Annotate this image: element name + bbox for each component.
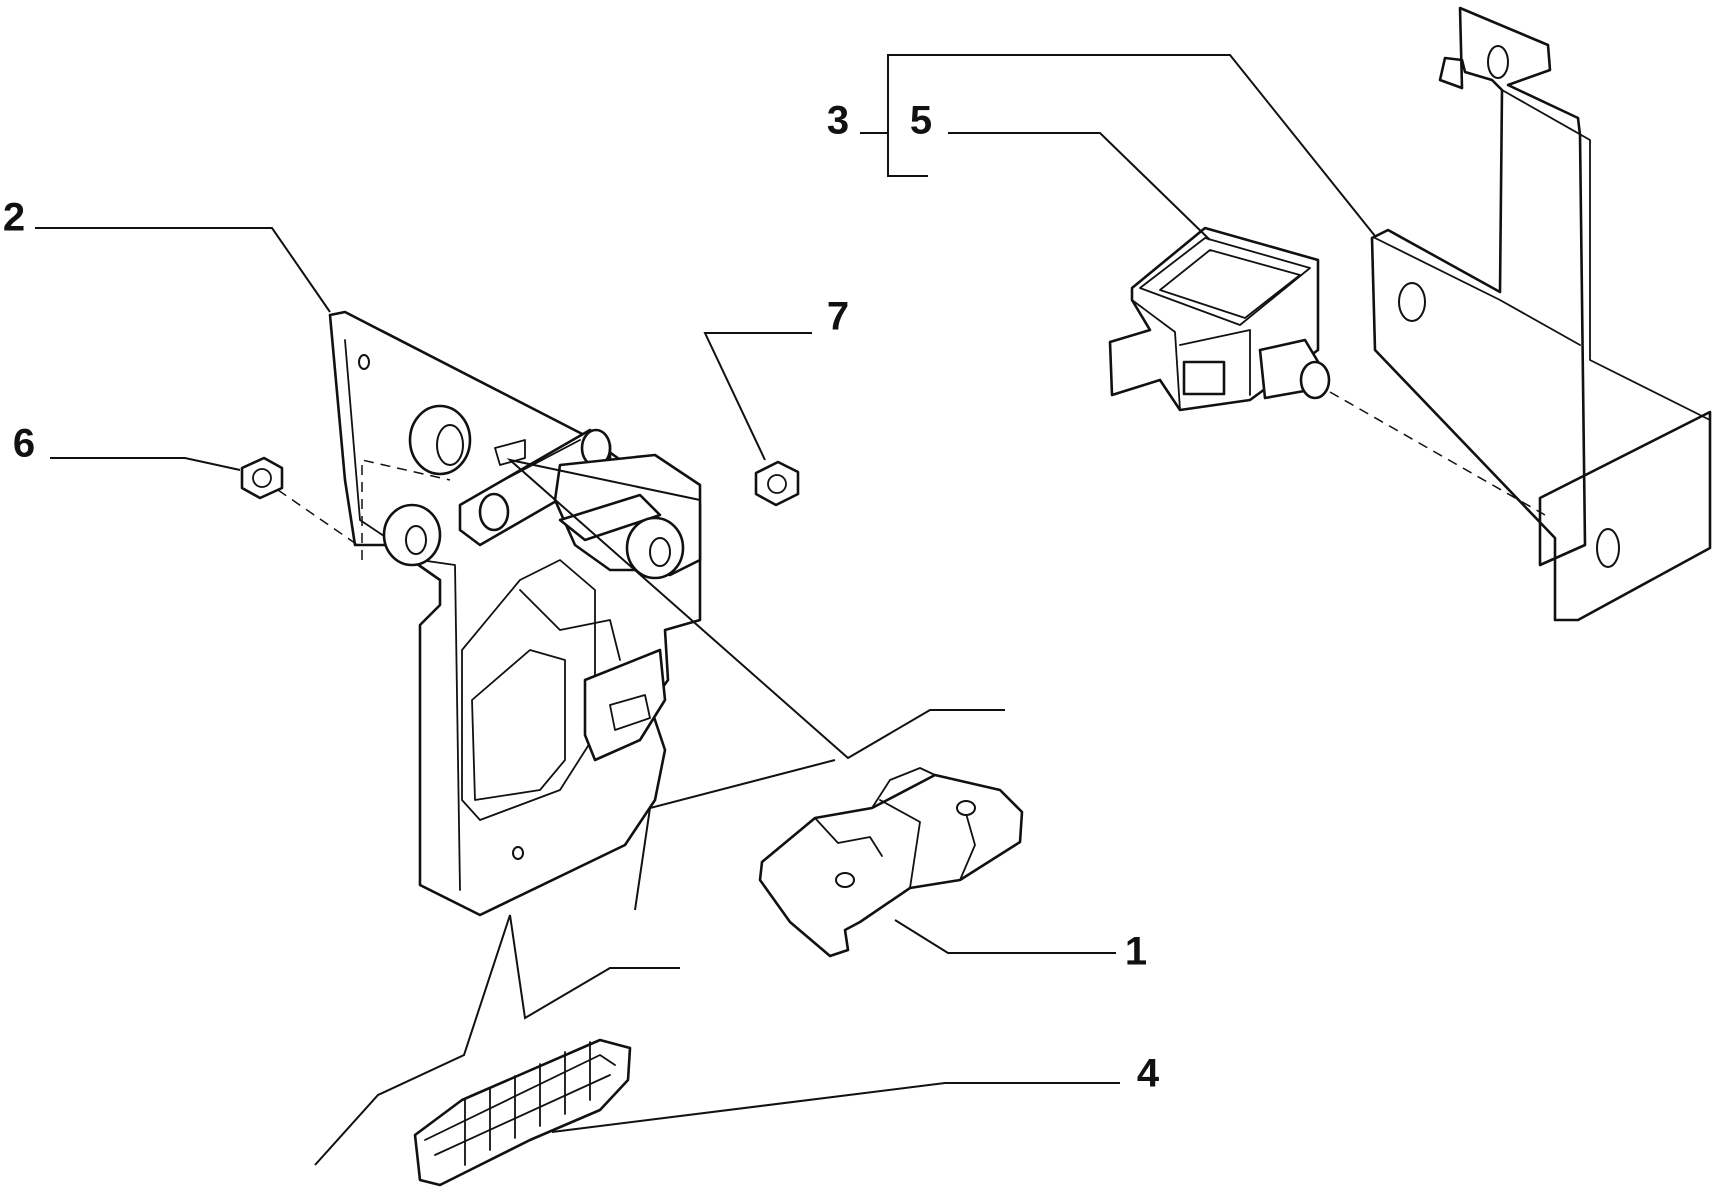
- callout-4: 4: [1137, 1052, 1160, 1096]
- part-5-sensor-housing: [1108, 226, 1331, 412]
- part-6-hex-nut: [240, 456, 284, 500]
- part-3-mounting-bracket: [1370, 6, 1712, 622]
- part-2-mounting-axis: [361, 459, 451, 560]
- part-4-hinge-strip: [413, 1038, 632, 1187]
- part-2-main-bracket: [328, 310, 702, 917]
- part-7-hex-nut: [754, 460, 800, 507]
- part-6-mounting-axis: [277, 489, 363, 549]
- callout-5: 5: [910, 99, 932, 143]
- callout-1: 1: [1125, 930, 1147, 974]
- leader-lines: [35, 54, 1376, 1166]
- callout-3: 3: [827, 99, 849, 143]
- callout-6: 6: [13, 422, 35, 466]
- part-1-saddle-clip: [758, 767, 1024, 958]
- callout-7: 7: [827, 295, 849, 339]
- callout-2: 2: [3, 196, 25, 240]
- callout-labels: 1 2 3 4 5 6 7: [3, 99, 1160, 1096]
- part-5-mounting-axis: [1329, 391, 1546, 516]
